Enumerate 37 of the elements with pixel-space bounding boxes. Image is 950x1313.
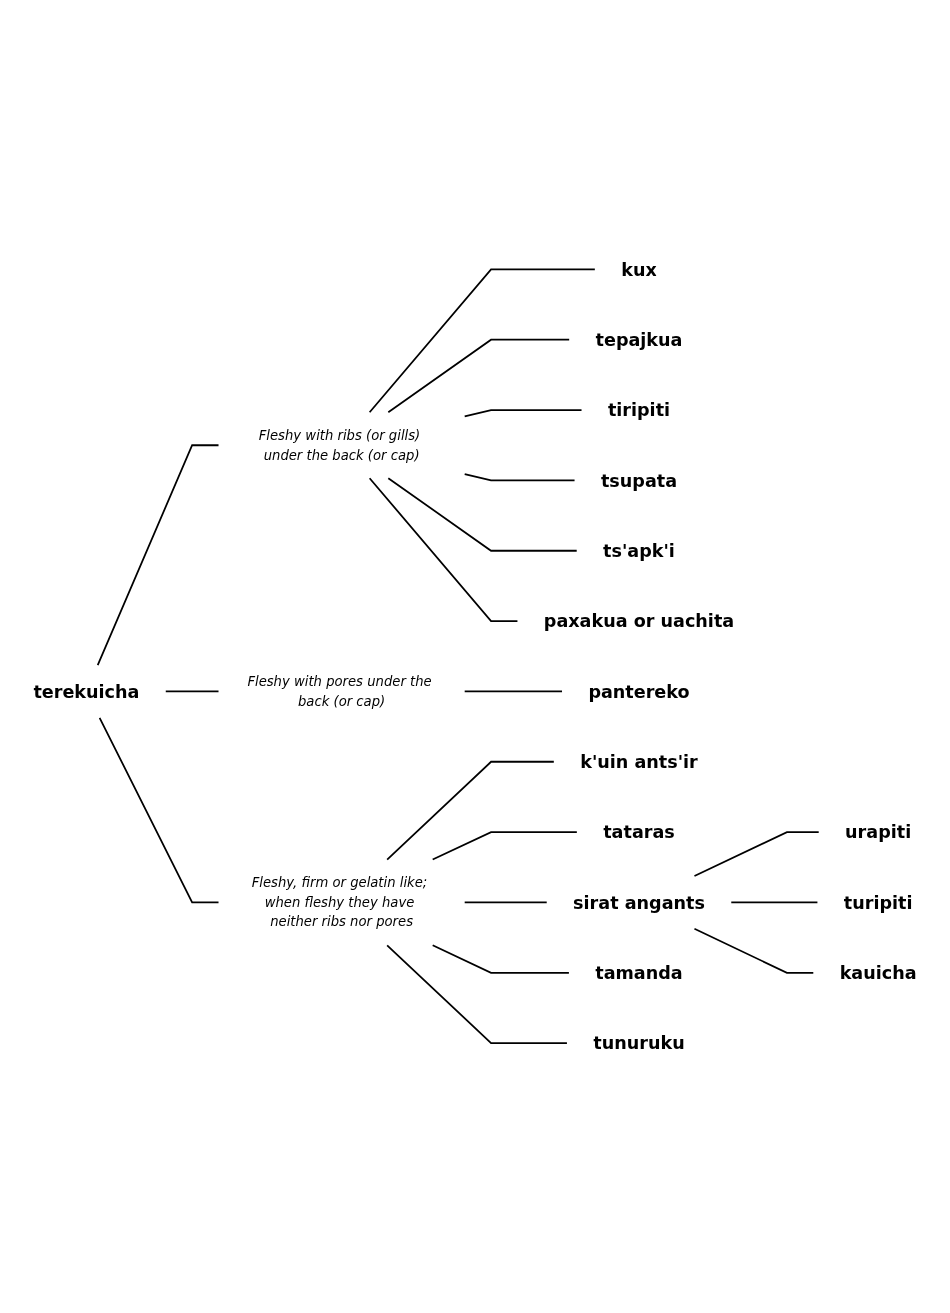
connector (368, 477, 519, 623)
connector (368, 268, 596, 414)
connector (463, 409, 583, 418)
node-text: kauicha (839, 962, 917, 984)
node-text: turipiti (843, 892, 913, 914)
node-text: Fleshy with pores under the back (or cap) (247, 673, 432, 710)
node-text: tepajkua (595, 329, 683, 351)
node-text: tiripiti (607, 399, 671, 421)
node-text: tsupata (600, 470, 678, 492)
connector (164, 690, 220, 693)
connector (693, 928, 815, 974)
node-text: tamanda (595, 962, 683, 984)
node-text: sirat angants (573, 892, 705, 914)
connector (431, 831, 578, 861)
connector (431, 944, 570, 974)
node-text: k'uin ants'ir (580, 751, 698, 773)
node-text: tunuruku (593, 1032, 685, 1054)
connector (463, 901, 548, 904)
connector (693, 831, 820, 878)
connector (386, 761, 555, 861)
node-text: Fleshy, firm or gelatin like; when fleshy they have neither ribs nor pores (251, 874, 428, 931)
node-text: Fleshy with ribs (or gills) under the back (or cap) (258, 427, 421, 464)
node-text: tataras (603, 821, 675, 843)
connector (463, 690, 563, 693)
connector (387, 477, 578, 552)
connector (96, 444, 220, 667)
connector (98, 717, 220, 904)
node-text: terekuicha (33, 681, 140, 703)
node-text: pantereko (588, 681, 690, 703)
node-text: ts'apk'i (603, 540, 675, 562)
connector (463, 473, 576, 482)
connector (386, 944, 568, 1045)
connector (387, 339, 571, 414)
node-text: urapiti (845, 821, 912, 843)
node-text: paxakua or uachita (543, 610, 735, 632)
connector (730, 901, 819, 904)
node-text: kux (621, 259, 657, 281)
